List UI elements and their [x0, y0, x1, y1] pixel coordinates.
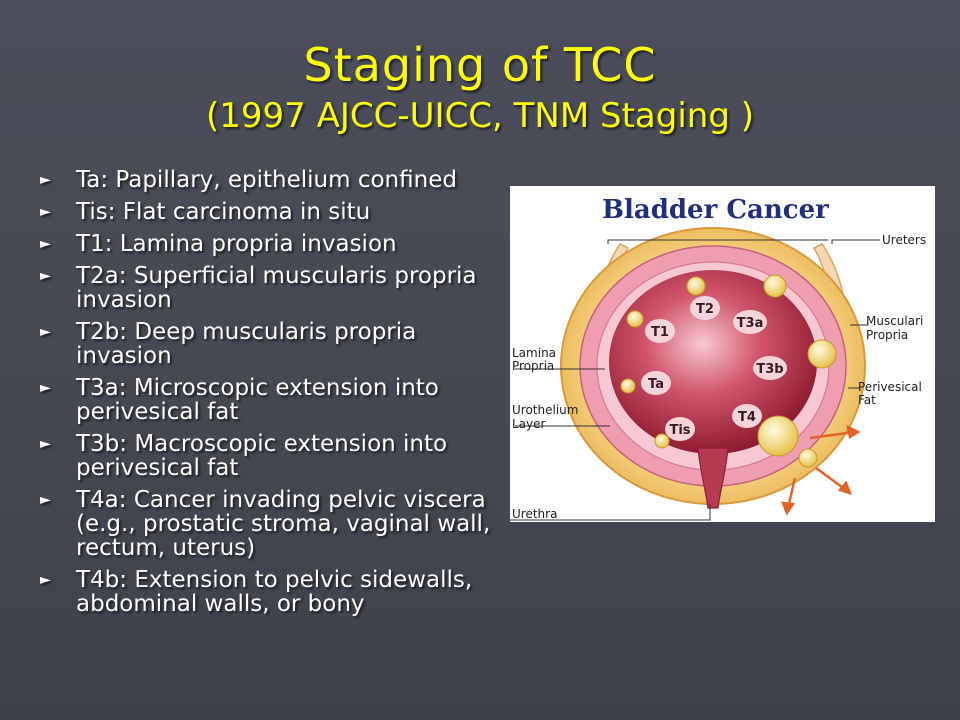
label-perivesical-1: Perivesical	[858, 380, 922, 394]
bullet-arrow-icon: ►	[40, 236, 51, 252]
label-muscularis-1: Musculari	[866, 314, 923, 328]
label-urothelium-2: Layer	[512, 417, 546, 431]
tumor-t1	[626, 310, 644, 328]
stage-ta: Ta	[648, 377, 664, 392]
tumor-t4-spread	[798, 448, 818, 468]
stage-tis: Tis	[669, 423, 690, 438]
bullet-text: T4a: Cancer invading pelvic viscera (e.g…	[76, 487, 491, 561]
bullet-text: Ta: Papillary, epithelium confined	[76, 167, 457, 193]
slide-title: Staging of TCC	[303, 38, 657, 92]
bullet-arrow-icon: ►	[40, 324, 51, 340]
bullet-text: T4b: Extension to pelvic sidewalls, abdo…	[76, 567, 473, 617]
bladder-diagram-svg: Bladder Cancer	[510, 195, 926, 521]
label-urothelium-1: Urothelium	[512, 403, 578, 417]
bullet-text: T1: Lamina propria invasion	[76, 231, 397, 257]
bullet-text: Tis: Flat carcinoma in situ	[76, 199, 371, 225]
list-item: ► T1: Lamina propria invasion	[40, 232, 510, 256]
stage-t4: T4	[738, 410, 756, 425]
bullet-arrow-icon: ►	[40, 492, 51, 508]
label-perivesical-2: Fat	[858, 393, 876, 407]
list-item: ► T2b: Deep muscularis propria invasion	[40, 320, 510, 368]
bullet-arrow-icon: ►	[40, 268, 51, 284]
label-lamina-1: Lamina	[512, 346, 556, 360]
bullet-text: T3b: Macroscopic extension into perivesi…	[76, 431, 448, 481]
bullet-arrow-icon: ►	[40, 572, 51, 588]
list-item: ► T3b: Macroscopic extension into perives…	[40, 432, 510, 480]
bullet-text: T3a: Microscopic extension into perivesi…	[76, 375, 439, 425]
tumor-t3b	[807, 339, 837, 369]
bladder-lumen	[609, 270, 817, 454]
bullet-arrow-icon: ►	[40, 204, 51, 220]
figure-heading: Bladder Cancer	[602, 195, 829, 225]
bladder-cancer-diagram: Bladder Cancer	[510, 186, 935, 522]
bullet-arrow-icon: ►	[40, 436, 51, 452]
spread-arrows	[781, 424, 861, 516]
list-item: ► T4a: Cancer invading pelvic viscera (e.…	[40, 488, 510, 560]
tumor-ta	[620, 378, 636, 394]
tumor-t2	[686, 276, 706, 296]
list-item: ► T3a: Microscopic extension into perives…	[40, 376, 510, 424]
stage-t3b: T3b	[756, 362, 783, 377]
tumor-tis	[654, 433, 670, 449]
stage-t3a: T3a	[737, 316, 764, 331]
list-item: ► T2a: Superficial muscularis propria inv…	[40, 264, 510, 312]
list-item: ► Tis: Flat carcinoma in situ	[40, 200, 510, 224]
bullet-text: T2a: Superficial muscularis propria inva…	[76, 263, 477, 313]
leader-lines	[510, 239, 880, 521]
staging-list: ► Ta: Papillary, epithelium confined ► Tis…	[40, 168, 510, 624]
stage-t2: T2	[696, 302, 714, 317]
label-lamina-2: Propria	[512, 359, 554, 373]
tumor-t3a	[763, 274, 787, 298]
tumor-t4	[757, 415, 799, 457]
stage-t1: T1	[651, 325, 669, 340]
bullet-arrow-icon: ►	[40, 380, 51, 396]
slide-subtitle: (1997 AJCC-UICC, TNM Staging )	[206, 96, 754, 136]
label-ureters: Ureters	[882, 233, 926, 247]
label-muscularis-2: Propria	[866, 328, 908, 342]
bullet-arrow-icon: ►	[40, 172, 51, 188]
urethra-shape	[697, 447, 729, 509]
list-item: ► T4b: Extension to pelvic sidewalls, abd…	[40, 568, 510, 616]
bullet-text: T2b: Deep muscularis propria invasion	[76, 319, 417, 369]
list-item: ► Ta: Papillary, epithelium confined	[40, 168, 510, 192]
label-urethra: Urethra	[512, 507, 557, 521]
